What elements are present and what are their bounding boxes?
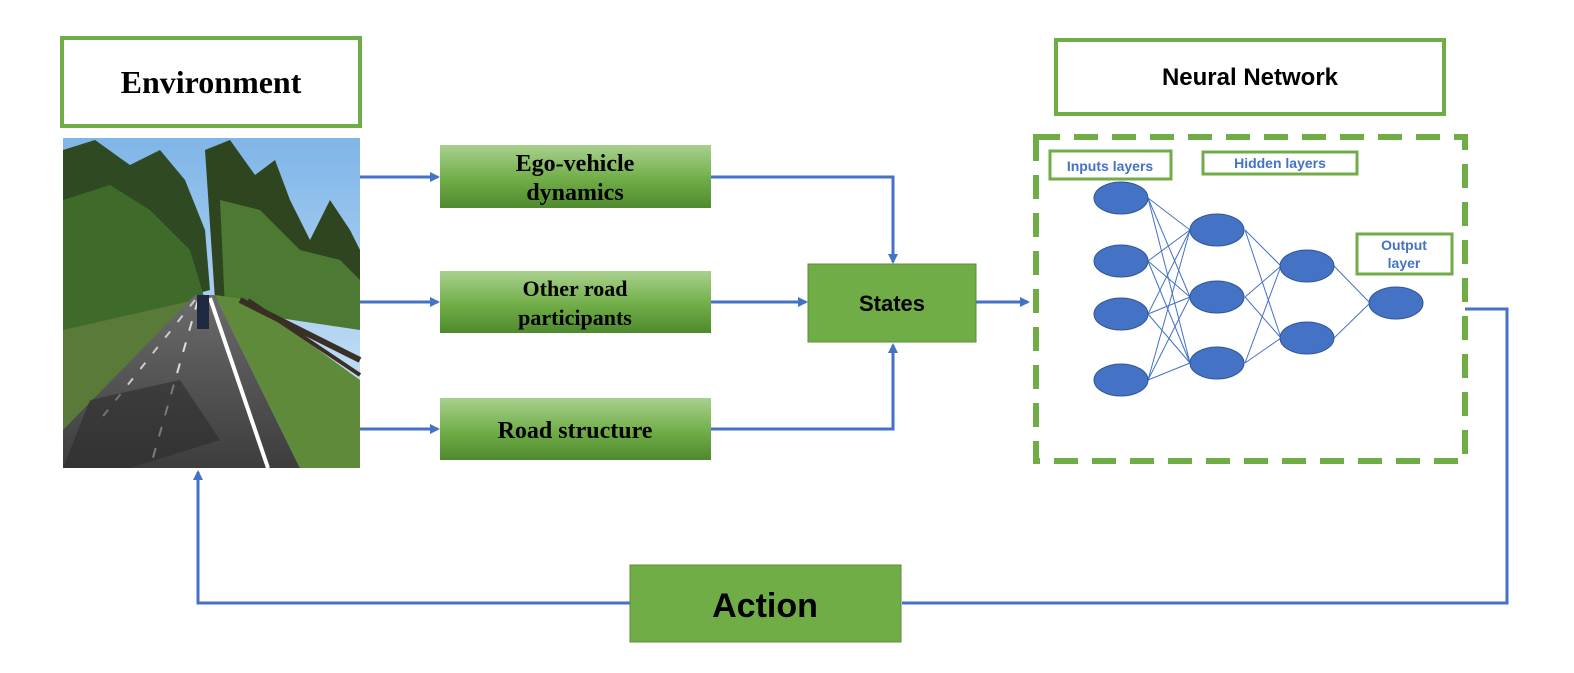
action-label: Action (712, 587, 818, 625)
input-node-2 (1093, 244, 1149, 278)
output-layer-label-line1: Output (1381, 237, 1427, 253)
output-node (1368, 286, 1424, 320)
output-layer-label-line2: layer (1388, 255, 1421, 271)
hidden-layers-label: Hidden layers (1234, 155, 1326, 171)
states-box: States (807, 263, 977, 343)
nn-title-box: Neural Network (1054, 38, 1446, 116)
hidden2-node-2 (1279, 321, 1335, 355)
arrow-nn-to-action (902, 307, 1509, 605)
hidden1-node-3 (1189, 346, 1245, 380)
ego-label-line2: dynamics (526, 180, 623, 206)
states-label: States (859, 291, 925, 316)
arrow-road-to-states (711, 343, 898, 431)
hidden1-node-2 (1189, 280, 1245, 314)
road-structure-box: Road structure (440, 398, 711, 460)
other-label-line1: Other road (523, 276, 628, 301)
other-label-line2: participants (518, 305, 632, 330)
nn-nodes (1093, 181, 1424, 397)
inputs-layers-tag: Inputs layers (1048, 149, 1173, 181)
environment-title-box: Environment (60, 36, 362, 128)
other-road-participants-box: Other road participants (440, 271, 711, 333)
arrow-ego-to-states (711, 175, 898, 264)
hidden-layers-tag: Hidden layers (1201, 150, 1359, 176)
hidden1-node-1 (1189, 213, 1245, 247)
arrow-action-to-environment (193, 470, 630, 605)
environment-title: Environment (121, 64, 302, 100)
ego-label-line1: Ego-vehicle (516, 151, 635, 177)
road-label: Road structure (498, 418, 653, 444)
nn-title: Neural Network (1162, 64, 1339, 91)
action-box: Action (629, 564, 902, 643)
input-node-4 (1093, 363, 1149, 397)
ego-vehicle-dynamics-box: Ego-vehicle dynamics (440, 145, 711, 208)
nn-dashed-container (1033, 134, 1468, 464)
road-scene-photo (63, 138, 362, 469)
input-node-1 (1093, 181, 1149, 215)
hidden2-node-1 (1279, 249, 1335, 283)
nn-connections (1147, 197, 1371, 381)
inputs-layers-label: Inputs layers (1067, 158, 1154, 174)
output-layer-tag: Output layer (1355, 232, 1454, 276)
input-node-3 (1093, 297, 1149, 331)
